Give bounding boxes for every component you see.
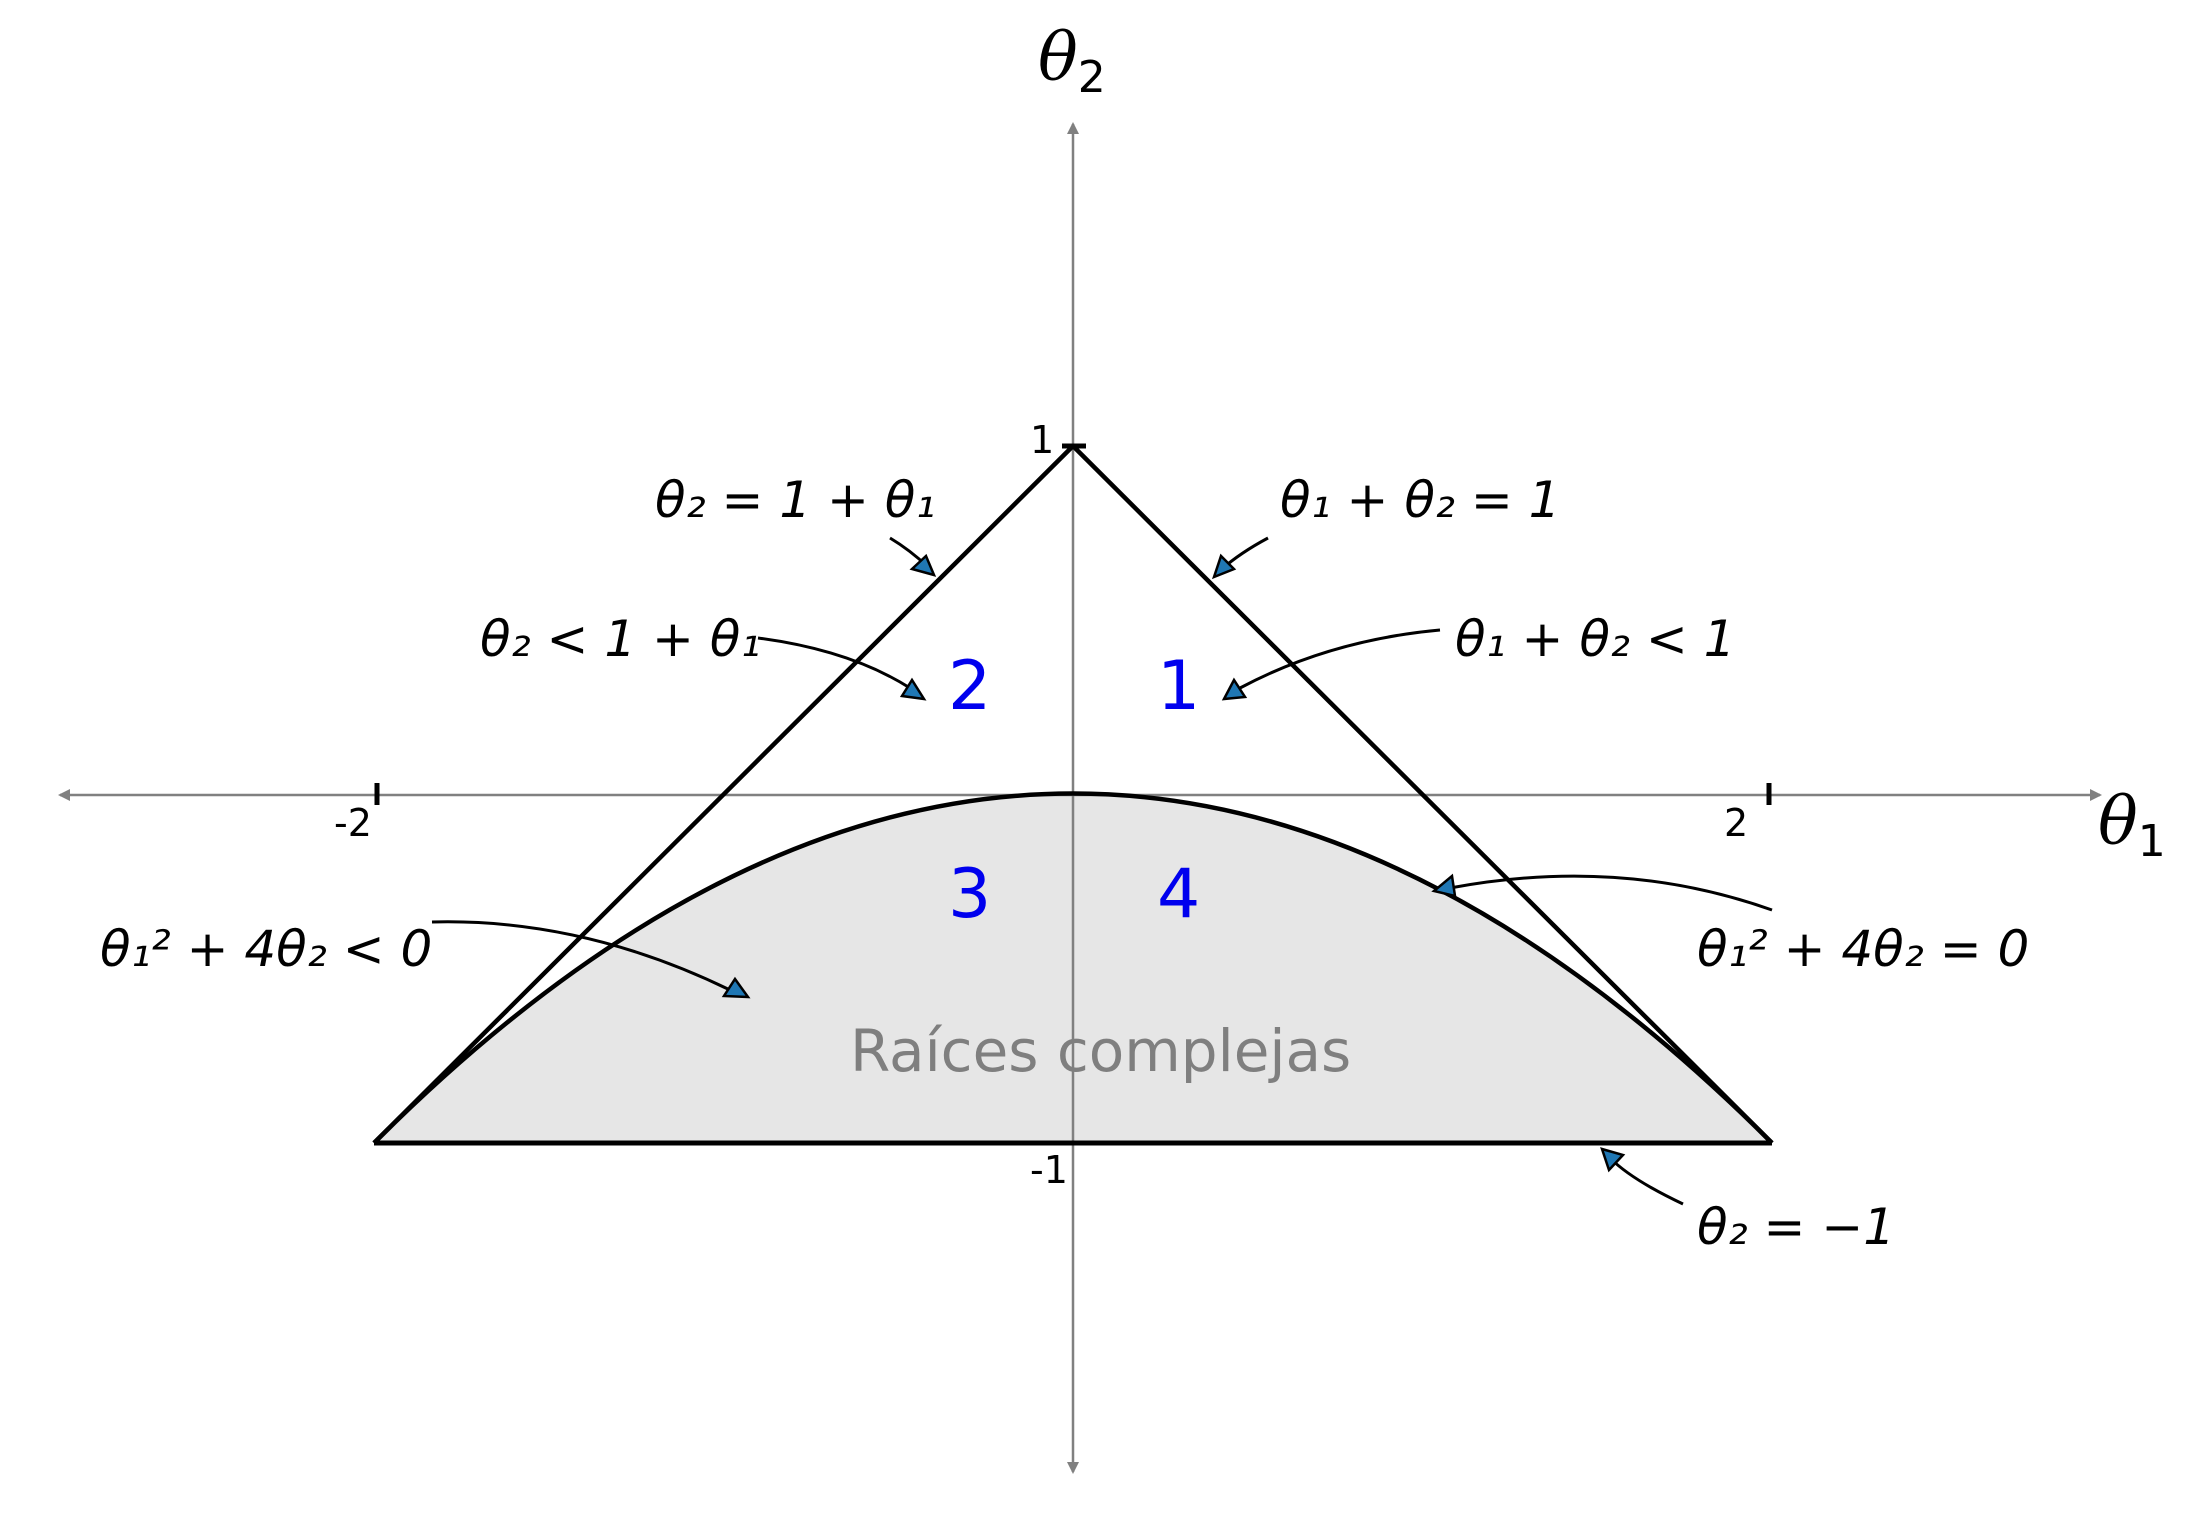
theta1-axis-label: θ1 [2098,783,2166,867]
theta2-axis-label: θ2 [1038,19,1106,103]
arrowhead-left-boundary [909,553,937,577]
arrowhead-left-inequality [899,677,927,701]
y-tick-label-minus1: -1 [1030,1148,1068,1192]
arrow-bottom-boundary [1608,1156,1684,1206]
region-label-1: 1 [1157,647,1200,726]
region-label-3: 3 [948,855,991,934]
left-boundary-line [372,444,1075,1145]
arrowhead-bottom-boundary [1600,1147,1626,1173]
arrow-parabola-equation [1449,874,1773,912]
arrow-left-inequality [757,636,911,690]
arrowhead-right-inequality [1221,677,1248,701]
annotation-parabola-equation: θ₁² + 4θ₂ = 0 [1697,920,2029,978]
annotation-right-inequality: θ₁ + θ₂ < 1 [1455,610,1735,668]
arrow-right-inequality [1239,628,1441,690]
annotation-right-boundary: θ₁ + θ₂ = 1 [1280,471,1560,529]
complex-roots-label: Raíces complejas [850,1017,1351,1085]
right-boundary-line [1071,444,1774,1145]
arrowhead-right-boundary [1211,553,1237,580]
annotation-left-boundary: θ₂ = 1 + θ₁ [655,471,935,529]
annotation-left-inequality: θ₂ < 1 + θ₁ [480,610,760,668]
region-label-2: 2 [948,647,991,726]
arrow-parabola-inequality [431,920,731,992]
y-tick-label-1: 1 [1030,418,1054,462]
x-tick-label-minus2: -2 [334,801,372,845]
parabola-curve [372,791,1774,1145]
arrowhead-parabola-equation [1431,873,1457,898]
annotation-parabola-inequality: θ₁² + 4θ₂ < 0 [100,920,432,978]
x-tick-label-2: 2 [1724,801,1748,845]
annotation-bottom-boundary: θ₂ = −1 [1697,1198,1895,1256]
arrowhead-parabola-inequality [721,976,751,999]
region-label-4: 4 [1157,855,1200,934]
